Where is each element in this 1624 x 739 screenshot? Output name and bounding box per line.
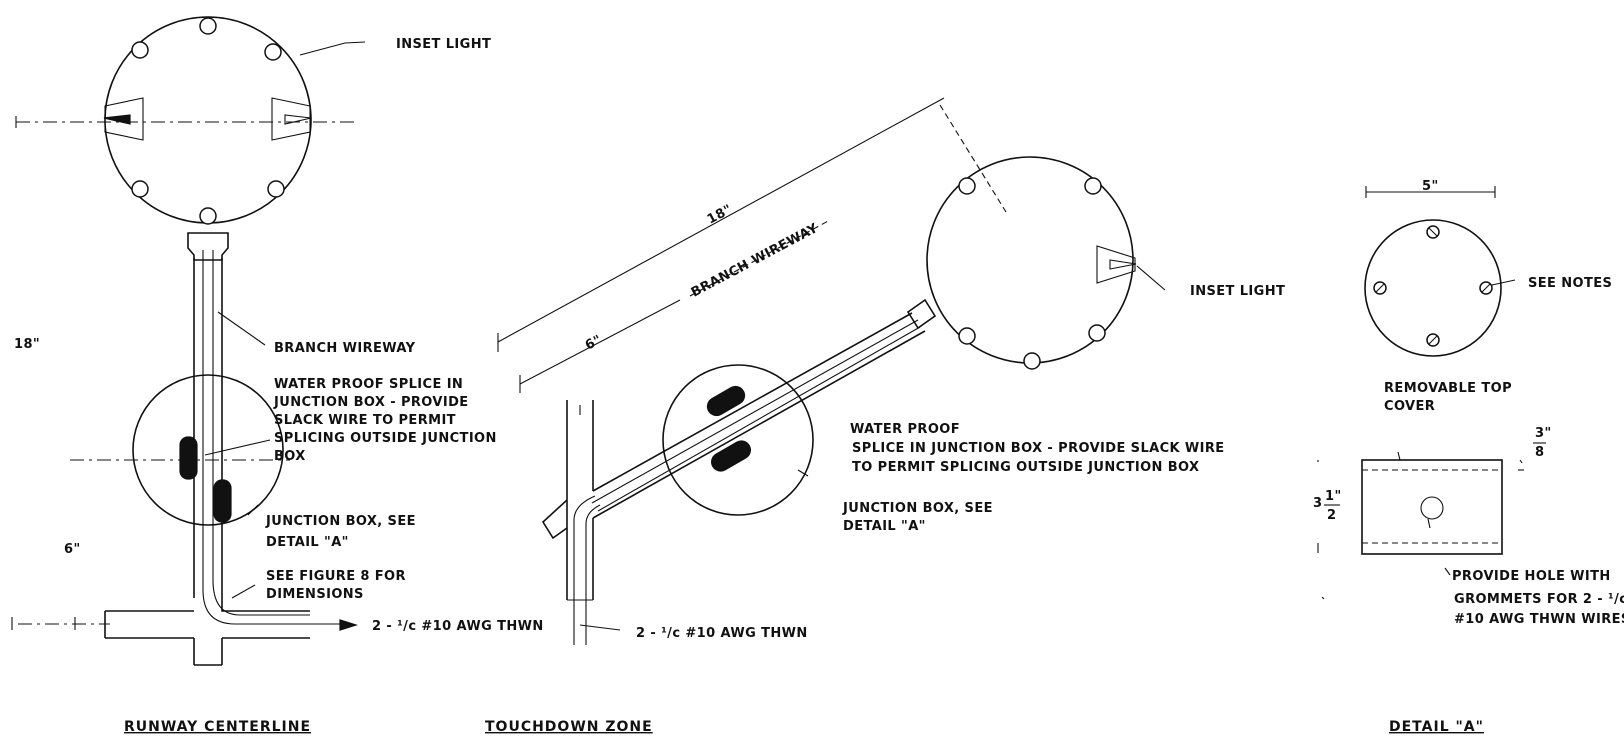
dim-3-5-den: 2	[1327, 508, 1336, 523]
dim-6-label-2: 6"	[583, 332, 605, 353]
dim-3-5-num: 1"	[1325, 489, 1342, 504]
junction-box-2	[662, 364, 814, 516]
dim-3-8-num: 3"	[1535, 426, 1552, 441]
see-notes-label: SEE NOTES	[1528, 276, 1612, 291]
junction-box-note-1: JUNCTION BOX, SEE DETAIL "A"	[265, 514, 421, 550]
wire-spec-2: 2 - ¹/c #10 AWG THWN	[636, 626, 808, 641]
dim-18-label-1: 18"	[14, 337, 40, 352]
wire-spec-1: 2 - ¹/c #10 AWG THWN	[372, 619, 544, 634]
junction-box-note-2: JUNCTION BOX, SEE DETAIL "A"	[842, 501, 998, 534]
dim-5-label: 5"	[1422, 179, 1439, 194]
detail-a-view: 5" SEE NOTES REMOVABLE TOP COVER 3" 8	[1313, 179, 1624, 735]
dim-3-8-den: 8	[1535, 445, 1544, 460]
provide-hole-note: PROVIDE HOLE WITH GROMMETS FOR 2 - ¹/c #…	[1452, 569, 1624, 627]
branch-wireway-label-1: BRANCH WIREWAY	[274, 341, 416, 356]
inset-light-label-2: INSET LIGHT	[1190, 284, 1285, 299]
junction-box-elevation	[1361, 459, 1503, 555]
touchdown-zone-view: 18" 6" BRANCH WIREWAY INSET LIGHT WATER …	[485, 97, 1285, 735]
splice-note-1: WATER PROOF SPLICE IN JUNCTION BOX - PRO…	[273, 377, 502, 464]
splice-note-2: WATER PROOF SPLICE IN JUNCTION BOX - PRO…	[850, 422, 1230, 475]
removable-top-cover-label: REMOVABLE TOP COVER	[1384, 381, 1517, 414]
detail-a-title: DETAIL "A"	[1389, 719, 1484, 735]
dim-3-5-whole: 3	[1313, 496, 1322, 511]
inset-light-label-1: INSET LIGHT	[396, 37, 491, 52]
removable-top-cover	[1364, 219, 1502, 357]
junction-box-1	[132, 374, 284, 526]
touchdown-zone-title: TOUCHDOWN ZONE	[485, 719, 653, 735]
branch-wireway-label-2: BRANCH WIREWAY	[689, 221, 821, 301]
dim-18-label-2: 18"	[705, 202, 735, 227]
runway-centerline-title: RUNWAY CENTERLINE	[124, 719, 311, 735]
runway-centerline-view: INSET LIGHT 18" 6" BRANCH WIREWAY WATER …	[11, 16, 544, 735]
see-figure-note: SEE FIGURE 8 FOR DIMENSIONS	[266, 569, 411, 602]
dim-6-label-1: 6"	[64, 542, 81, 557]
